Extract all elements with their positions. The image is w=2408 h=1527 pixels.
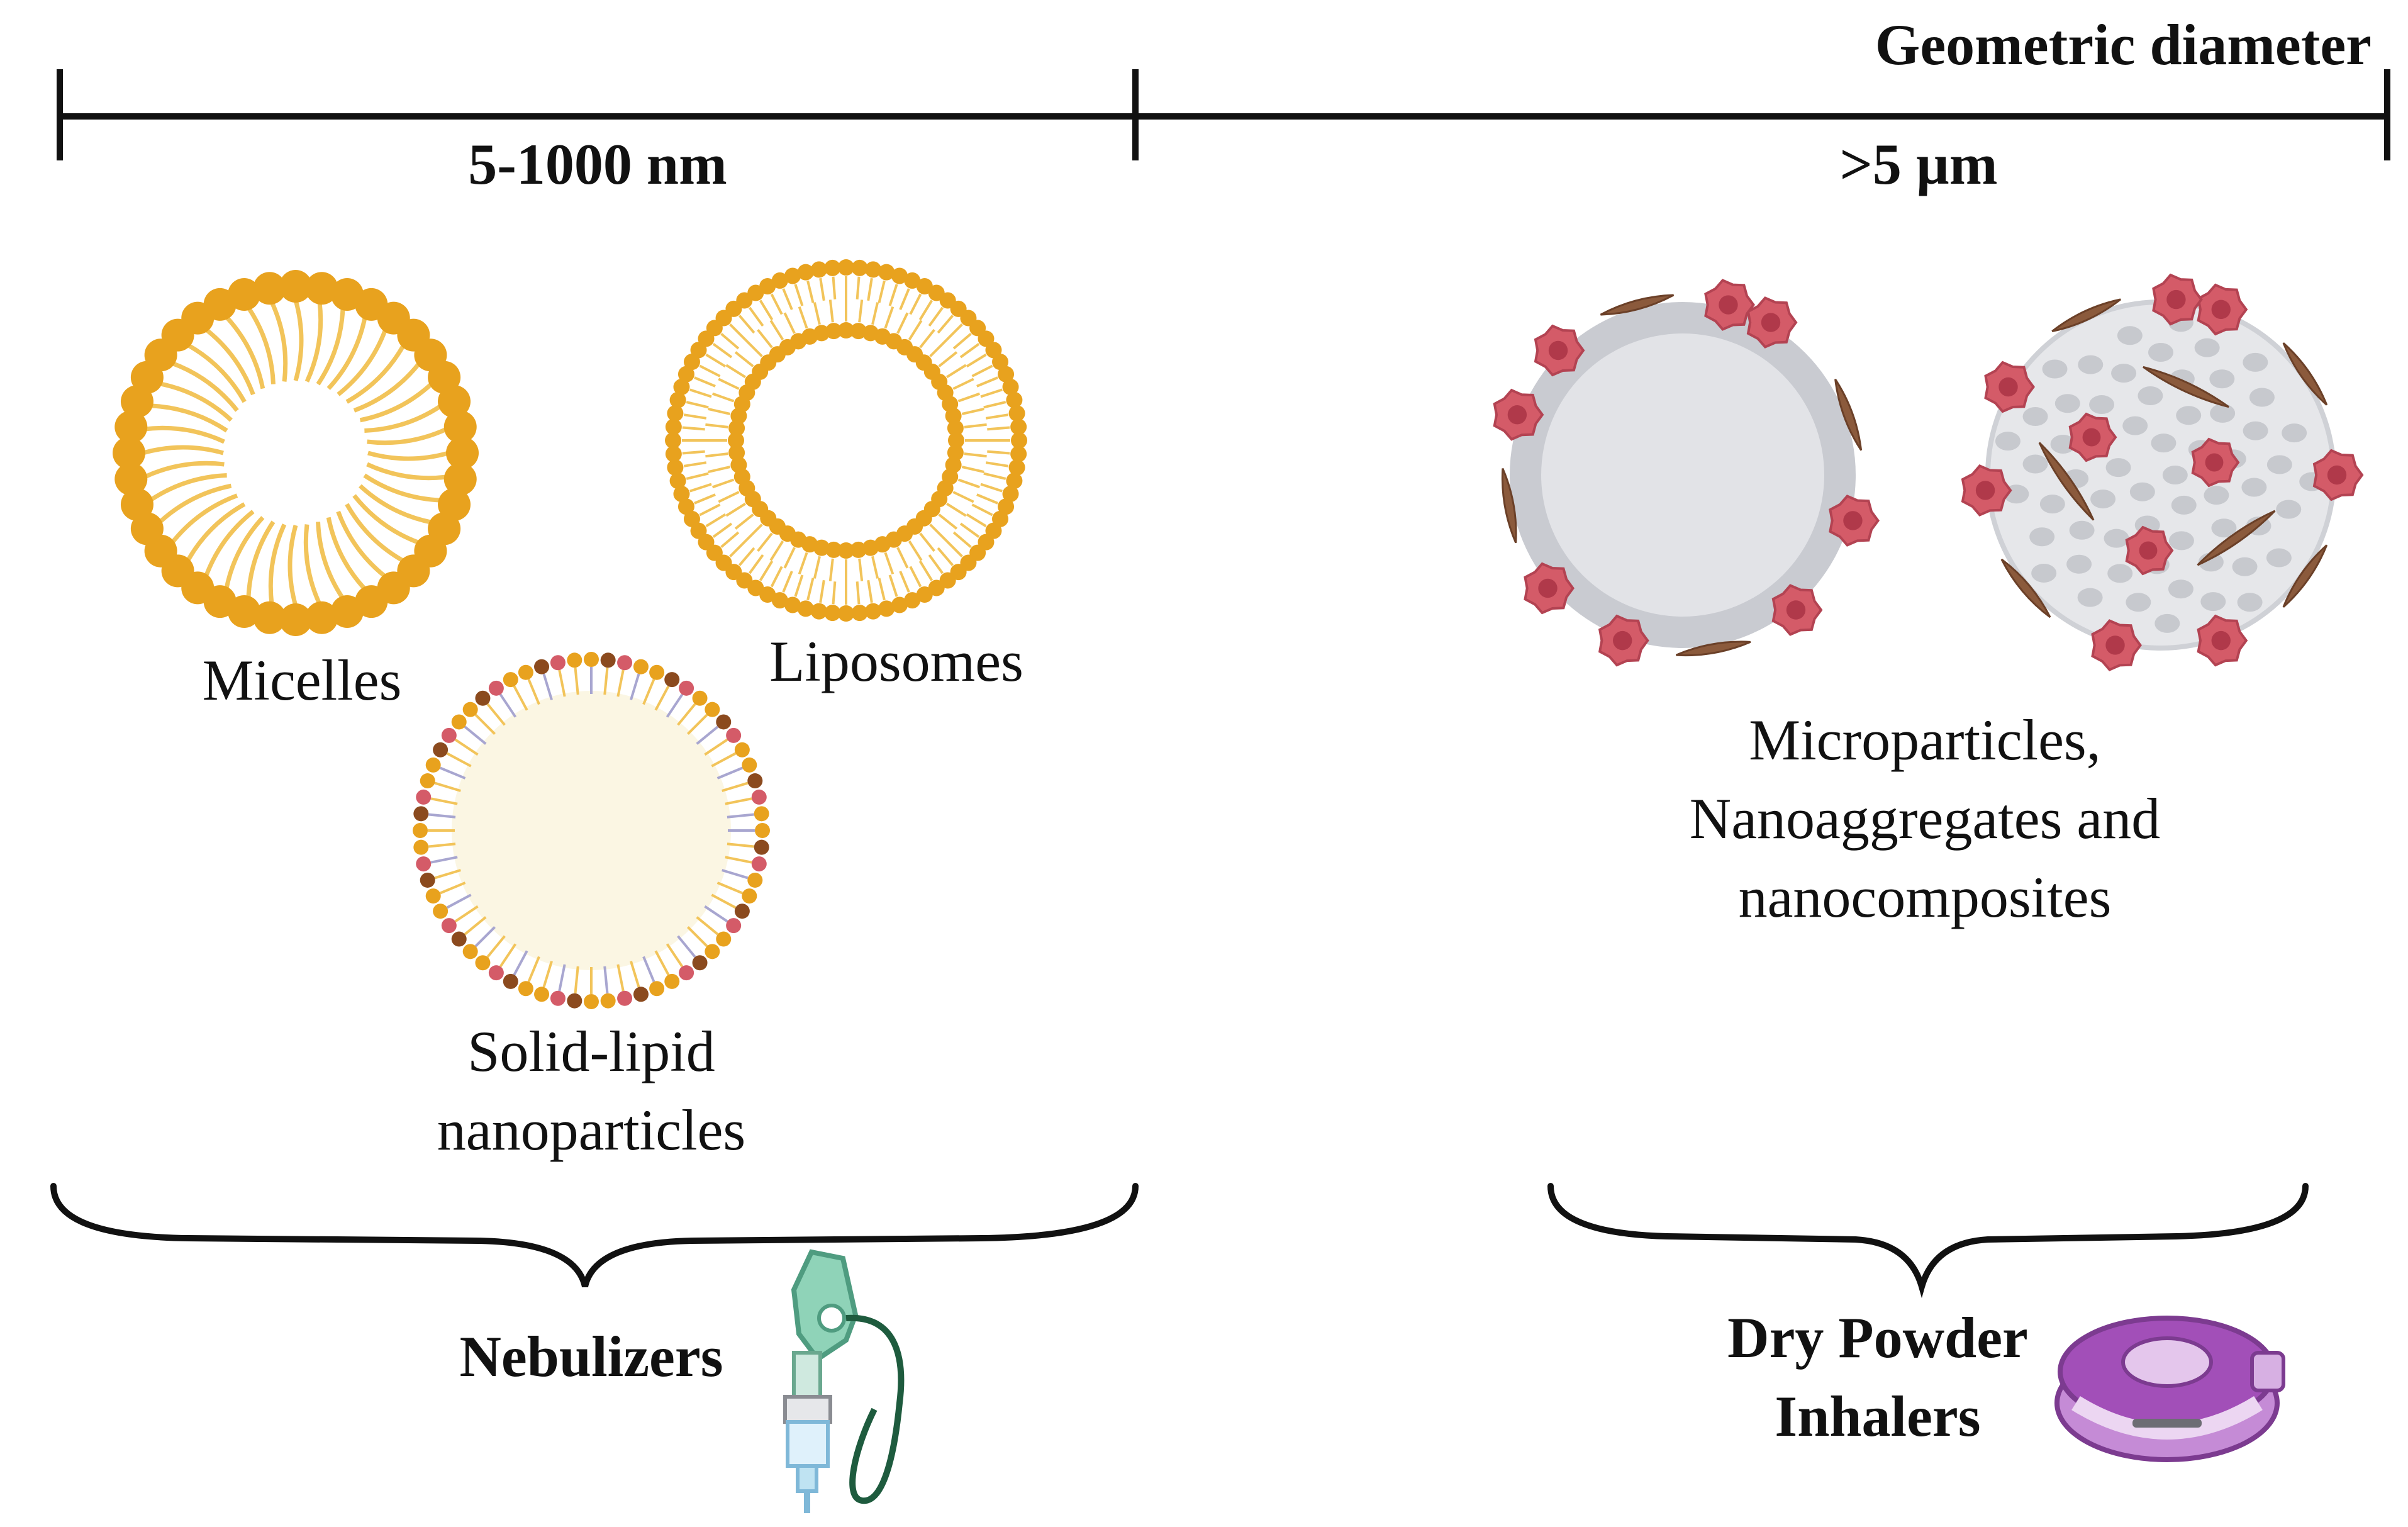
nebulizers-label: Nebulizers: [459, 1324, 723, 1389]
microparticle-illustration: [1493, 279, 1880, 667]
dpi-label-line2: Inhalers: [1775, 1384, 1981, 1448]
sln-label-line2: nanoparticles: [437, 1098, 746, 1162]
axis-title: Geometric diameter: [1875, 13, 2372, 77]
nanocomposite-illustration: [1961, 273, 2364, 671]
micelle-illustration: [113, 270, 479, 636]
micelles-label: Micelles: [202, 648, 402, 712]
sln-label-line1: Solid-lipid: [467, 1019, 715, 1083]
dry-powder-inhaler-icon: [2054, 1316, 2285, 1462]
liposome-illustration: [665, 259, 1027, 622]
micro-label-line1: Microparticles,: [1749, 708, 2101, 772]
size-axis: [57, 69, 2390, 160]
liposomes-label: Liposomes: [769, 629, 1023, 693]
nebulizer-icon: [783, 1249, 905, 1513]
dpi-brace: [1547, 1183, 2309, 1299]
micro-size-range: >5 µm: [1839, 132, 1998, 196]
micro-label-line3: nanocomposites: [1738, 865, 2112, 929]
nano-size-range: 5-1000 nm: [468, 132, 727, 196]
solid-lipid-nanoparticle-illustration: [413, 652, 770, 1009]
micro-label-line2: Nanoaggregates and: [1689, 786, 2161, 851]
nebulizer-brace: [50, 1183, 1139, 1288]
dpi-label-line1: Dry Powder: [1727, 1306, 2028, 1370]
